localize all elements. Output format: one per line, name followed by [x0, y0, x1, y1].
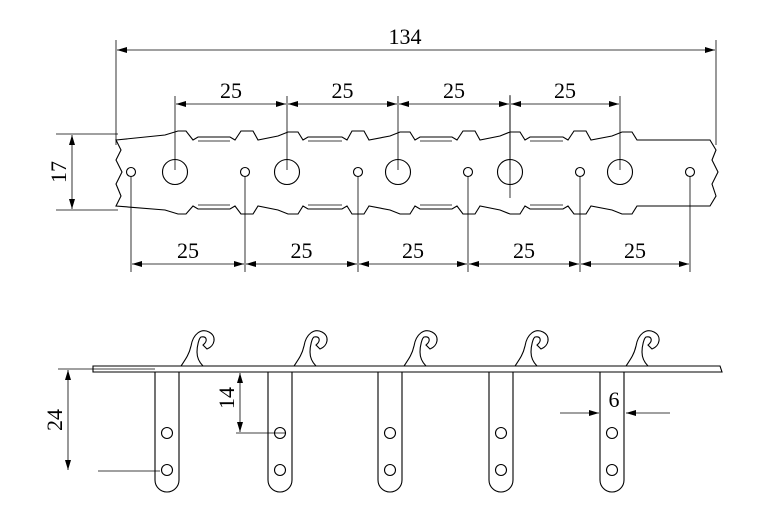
hook	[625, 330, 660, 367]
prong	[377, 330, 438, 493]
bottom-pitch-label: 25	[513, 238, 535, 263]
base-plate	[92, 365, 723, 373]
large-holes	[161, 95, 634, 198]
top-pitch-label: 25	[220, 78, 242, 103]
prong-hole	[383, 463, 397, 477]
small-hole	[239, 166, 251, 178]
small-hole	[574, 166, 586, 178]
bottom-pitch-label: 25	[177, 238, 199, 263]
prong-hole	[494, 463, 508, 477]
side-view: 24 14 6	[42, 330, 723, 493]
prong	[154, 330, 215, 493]
prongs	[154, 330, 660, 493]
hook	[403, 330, 438, 367]
dim-bottom-pitch: 25 25 25 25 25	[130, 176, 691, 272]
hook	[180, 330, 215, 367]
dim-24-label: 24	[42, 409, 67, 431]
bottom-pitch-label: 25	[624, 238, 646, 263]
hook	[514, 330, 549, 367]
prong-hole	[605, 426, 619, 440]
bottom-pitch-label: 25	[291, 238, 313, 263]
prong-hole	[383, 426, 397, 440]
prong	[267, 330, 328, 493]
prong-hole	[273, 463, 287, 477]
small-hole	[462, 166, 474, 178]
dim-hole-offset: 14	[214, 371, 286, 434]
dim-top-pitch: 25 25 25 25	[174, 78, 621, 170]
strip-outline	[115, 130, 719, 215]
small-hole	[352, 166, 364, 178]
prong-hole	[160, 426, 174, 440]
dim-overall-length: 134	[115, 24, 717, 145]
top-pitch-label: 25	[554, 78, 576, 103]
dim-strip-width: 17	[46, 133, 118, 211]
edge-slots	[198, 140, 563, 206]
hook	[293, 330, 328, 367]
dim-134-label: 134	[389, 24, 422, 49]
bottom-pitch-label: 25	[402, 238, 424, 263]
prong	[488, 330, 549, 493]
prong-hole	[605, 463, 619, 477]
top-pitch-label: 25	[332, 78, 354, 103]
dim-6-label: 6	[609, 387, 620, 412]
prong	[599, 330, 660, 493]
dim-17-label: 17	[46, 161, 71, 183]
prong-hole	[160, 463, 174, 477]
top-pitch-label: 25	[443, 78, 465, 103]
small-hole	[125, 166, 137, 178]
dim-prong-width: 6	[560, 387, 670, 416]
dim-prong-length: 24	[42, 368, 160, 472]
prong-hole	[494, 426, 508, 440]
small-hole	[684, 166, 696, 178]
dim-14-label: 14	[214, 387, 239, 409]
top-view: 134 17 25 25 25 25 25 25 25 25 25	[46, 24, 719, 272]
